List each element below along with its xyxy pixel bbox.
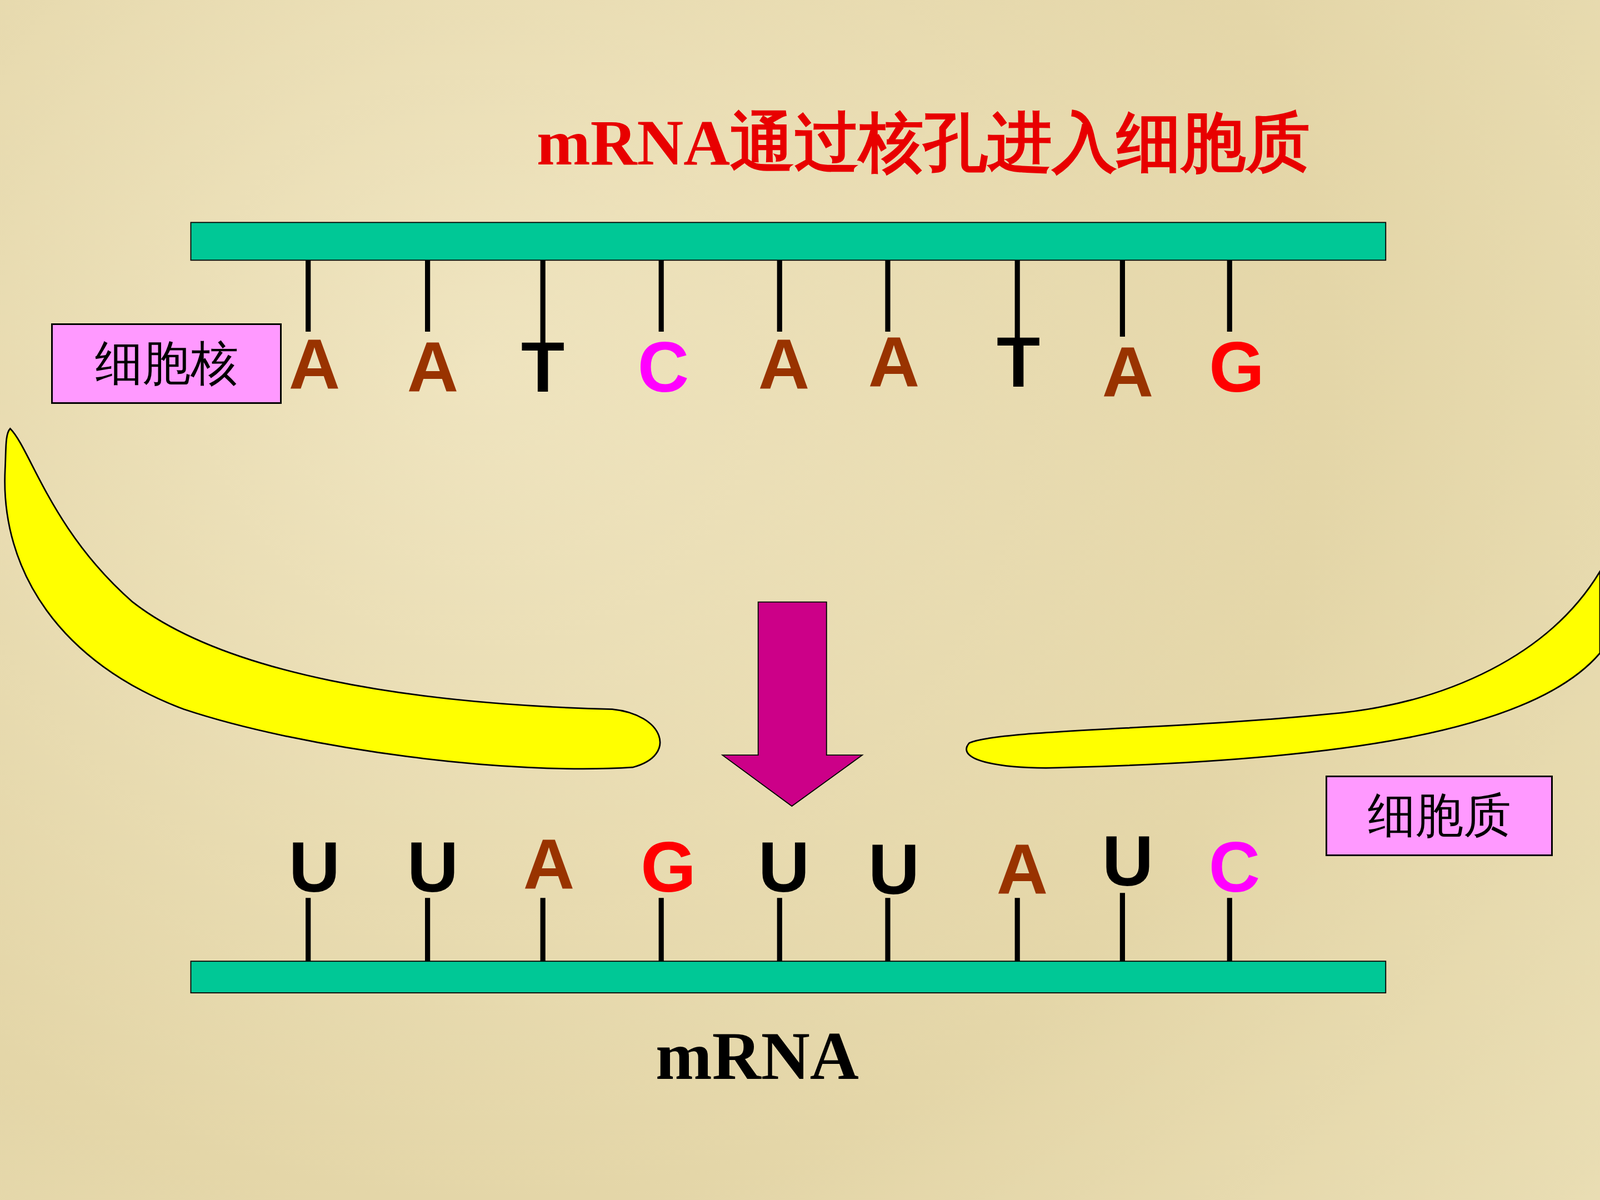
rna-base: C [1208, 831, 1260, 903]
mrna-strand [190, 961, 1386, 993]
region-label: 细胞质 [1367, 783, 1512, 849]
slide-title: mRNA通过核孔进入细胞质 [536, 110, 1310, 175]
rna-base: U [758, 831, 810, 903]
dna-base: A [1102, 336, 1154, 408]
dna-base: A [407, 331, 459, 403]
dna-base: G [1208, 331, 1265, 403]
region-label-box: 细胞核 [51, 323, 282, 404]
rna-base: A [996, 833, 1048, 905]
bottom-ticks [308, 892, 1230, 962]
rna-base: G [640, 831, 697, 903]
region-label-box: 细胞质 [1325, 775, 1553, 857]
rna-base: U [1102, 825, 1154, 897]
nuclear-envelope [966, 571, 1600, 769]
transport-arrow [722, 602, 863, 807]
dna-base: A [868, 326, 920, 398]
rna-base: A [523, 828, 575, 900]
region-label: 细胞核 [95, 331, 239, 397]
rna-base: U [407, 831, 459, 903]
dna-base: A [288, 328, 340, 400]
rna-base: U [288, 831, 340, 903]
dna-base: C [637, 331, 689, 403]
strand-name: mRNA [655, 1022, 859, 1090]
dna-base: A [758, 328, 810, 400]
dna-strand [190, 222, 1386, 260]
rna-base: U [868, 833, 920, 905]
dna-base: T [521, 331, 565, 403]
dna-base: T [996, 326, 1040, 398]
nuclear-envelope [5, 428, 660, 769]
